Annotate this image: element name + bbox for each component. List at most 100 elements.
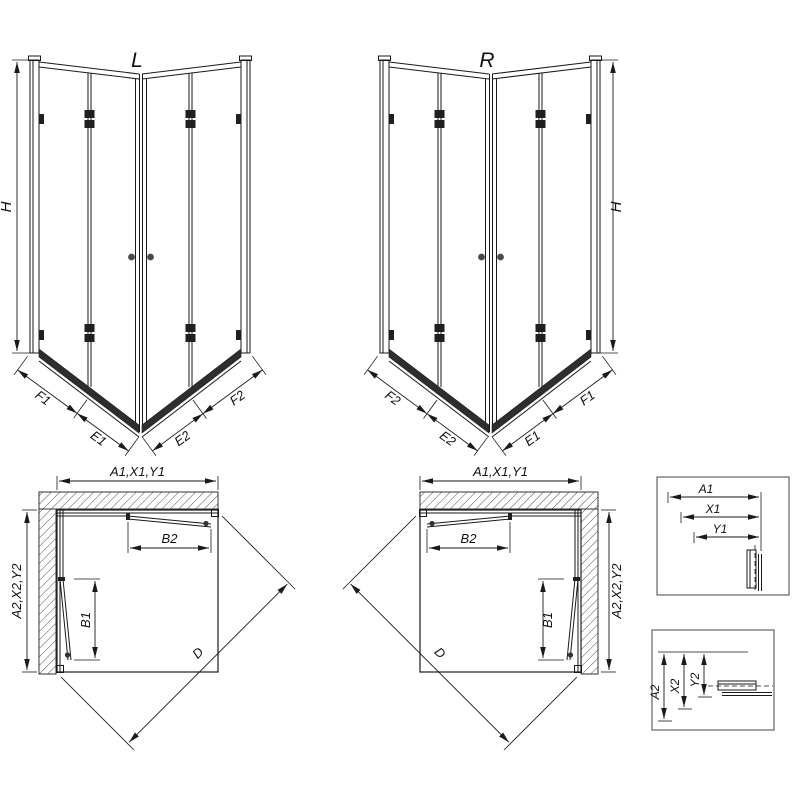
wall-bracket-icon	[236, 114, 241, 124]
a1-dimension: A1,X1,Y1	[56, 464, 219, 490]
glass-and-doors	[419, 509, 582, 673]
hinge-icon	[185, 110, 196, 118]
bottom-right-dimensions: E1 F1	[492, 355, 617, 456]
wall-profile-section	[746, 545, 762, 592]
dim-label-a1: A1,X1,Y1	[109, 464, 165, 479]
wall-bracket-icon	[39, 330, 44, 340]
a1-dimension: A1,X1,Y1	[419, 464, 582, 490]
right-wall-profile	[239, 55, 252, 354]
dim-label-a1: A1,X1,Y1	[472, 464, 528, 479]
hinge-icon	[535, 110, 546, 118]
hinge-icon	[185, 324, 196, 332]
dim-label-d: D	[189, 644, 206, 661]
corner-post	[574, 665, 582, 673]
dim-label-d: D	[432, 644, 449, 661]
dim-label-y1: Y1	[713, 522, 728, 536]
wall-bracket-icon	[389, 114, 394, 124]
corner-post	[211, 509, 219, 517]
hinge-icon	[126, 513, 130, 520]
height-dimension: H	[0, 59, 30, 354]
top-wall	[419, 491, 599, 510]
dim-label-f2: F2	[382, 387, 404, 409]
b2-dimension: B2	[426, 522, 511, 553]
a2-dimension: A2,X2,Y2	[601, 509, 624, 673]
dim-label-e1: E1	[88, 428, 110, 449]
b2-dimension: B2	[127, 522, 212, 553]
top-wall	[38, 491, 219, 510]
hinge-icon	[434, 120, 445, 128]
dim-label-y2: Y2	[688, 672, 702, 687]
variant-label-right: R	[479, 49, 494, 72]
corner-post	[419, 509, 427, 517]
hinge-icon	[508, 513, 512, 520]
hinge-icon	[185, 120, 196, 128]
variant-label-left: L	[131, 49, 143, 72]
hinges	[39, 110, 241, 342]
left-wall-profile	[28, 55, 41, 354]
bottom-left-dimensions: F1 E1	[13, 355, 139, 457]
dim-label-b2: B2	[162, 531, 179, 546]
corner-and-fold-lines	[437, 73, 543, 432]
dim-label-h: H	[0, 201, 15, 212]
wall-bracket-icon	[586, 114, 591, 124]
bottom-left-dimensions: F2 E2	[363, 355, 488, 456]
dim-label-x1: X1	[705, 502, 721, 516]
wall-bracket-icon	[39, 114, 44, 124]
a2-dimension: A2,X2,Y2	[9, 509, 37, 673]
dim-label-e2: E2	[171, 427, 193, 449]
hinge-icon	[84, 334, 95, 342]
hinge-icon	[434, 110, 445, 118]
side-wall	[580, 508, 599, 675]
hinge-icon	[535, 324, 546, 332]
hinge-icon	[535, 334, 546, 342]
perspective-right: R	[363, 49, 625, 456]
left-wall-profile	[378, 55, 391, 354]
plan-right: A1,X1,Y1 A2,X2,Y2 B2 B1 D	[342, 464, 624, 751]
height-dimension: H	[600, 59, 625, 354]
side-wall	[38, 508, 57, 675]
dim-label-b1: B1	[540, 612, 555, 628]
dim-label-f1: F1	[577, 387, 598, 408]
door-knob-icon	[147, 253, 154, 261]
dim-label-b1: B1	[78, 612, 93, 628]
dim-label-a2: A2,X2,Y2	[9, 563, 24, 620]
door-knob-icon	[128, 253, 135, 261]
wall-bracket-icon	[389, 330, 394, 340]
detail-box-a2: A2 X2 Y2	[648, 629, 775, 731]
door-knob-icon	[429, 520, 435, 527]
hinge-icon	[84, 110, 95, 118]
corner-post	[56, 665, 64, 673]
dim-label-a2: A2	[648, 684, 662, 700]
door-knob-icon	[497, 253, 504, 261]
dim-label-e2: E2	[437, 428, 459, 450]
hinge-icon	[573, 577, 580, 581]
d-dimension: D	[342, 515, 578, 751]
hinge-icon	[535, 120, 546, 128]
dim-label-x2: X2	[668, 678, 682, 694]
d-dimension: D	[60, 515, 296, 751]
door-knob-icon	[478, 253, 485, 261]
dim-label-b2: B2	[461, 531, 478, 546]
perspective-left: L	[0, 49, 267, 457]
hinges	[389, 110, 591, 342]
hinge-icon	[434, 324, 445, 332]
door-knob-icon	[203, 520, 209, 527]
dim-label-h: H	[608, 201, 625, 212]
dim-label-f1: F1	[32, 387, 53, 408]
b1-dimension: B1	[538, 578, 564, 661]
right-wall-profile	[589, 55, 602, 354]
bottom-right-dimensions: E2 F2	[142, 355, 267, 456]
wall-bracket-icon	[236, 330, 241, 340]
dim-label-a1: A1	[698, 482, 714, 496]
hinge-icon	[84, 324, 95, 332]
hinge-icon	[434, 334, 445, 342]
hinge-icon	[84, 120, 95, 128]
hinge-icon	[185, 334, 196, 342]
corner-and-fold-lines	[87, 73, 193, 432]
b1-dimension: B1	[74, 578, 100, 661]
plan-left: A1,X1,Y1 A2,X2,Y2 B2 B1 D	[9, 464, 296, 751]
hinge-icon	[58, 577, 65, 581]
glass-and-doors	[56, 509, 219, 673]
